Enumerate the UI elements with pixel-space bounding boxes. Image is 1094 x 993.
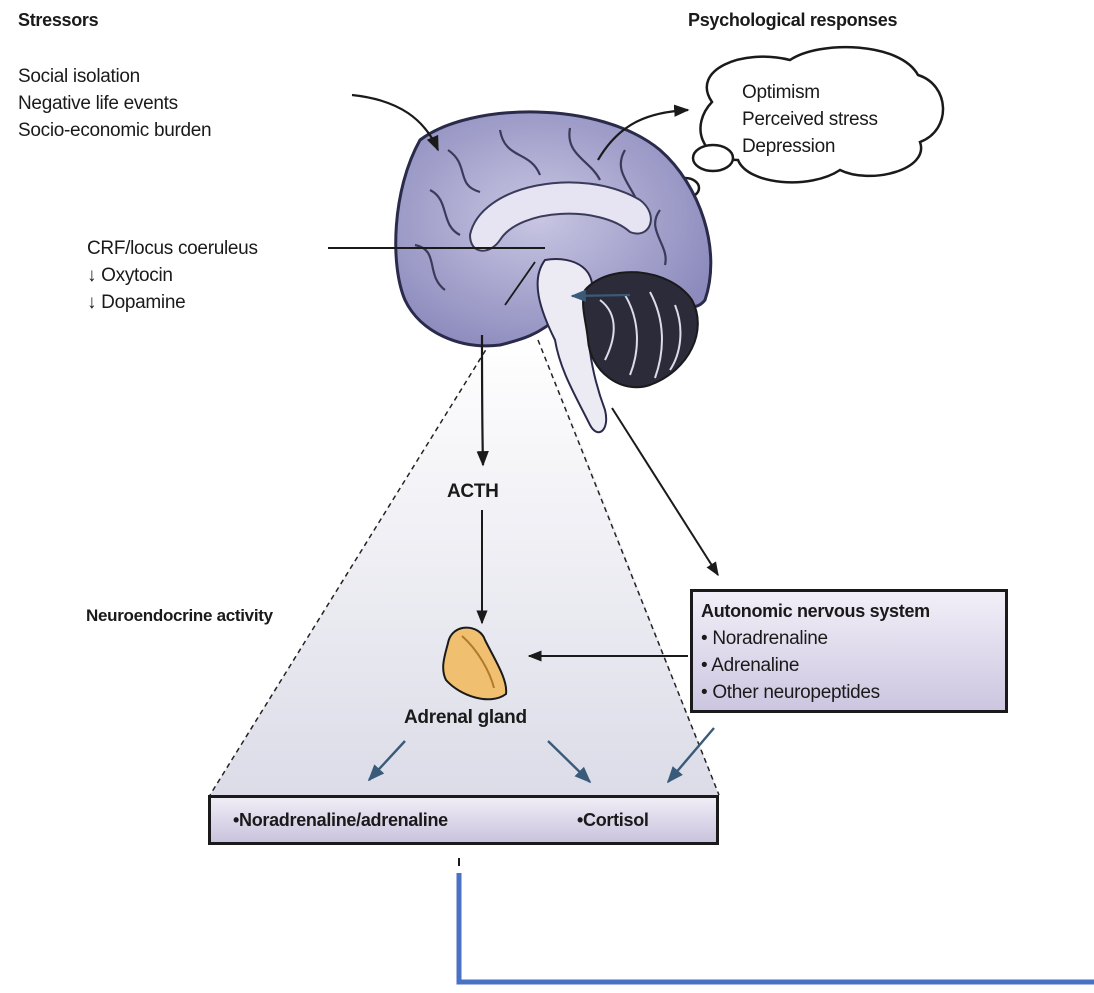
autonomic-item: • Noradrenaline xyxy=(701,628,828,649)
autonomic-nervous-system-box: Autonomic nervous system • Noradrenaline… xyxy=(690,589,1008,713)
cone-edge-right xyxy=(537,339,720,796)
neuroendocrine-activity-label: Neuroendocrine activity xyxy=(86,606,273,625)
brain-illustration xyxy=(394,110,713,434)
adrenal-gland-label: Adrenal gland xyxy=(404,707,527,728)
autonomic-title: Autonomic nervous system xyxy=(701,601,930,621)
stressor-item: Social isolation xyxy=(18,66,140,87)
output-cortisol: •Cortisol xyxy=(577,810,649,830)
autonomic-item: • Other neuropeptides xyxy=(701,682,880,703)
stressor-list: Social isolation Negative life events So… xyxy=(18,63,212,144)
arrow-brain-to-psych xyxy=(597,104,690,161)
brain-mediator-item: ↓ Oxytocin xyxy=(87,265,173,286)
acth-label: ACTH xyxy=(447,481,499,502)
psychological-response-list: Optimism Perceived stress Depression xyxy=(742,79,878,160)
arrow-brain-to-acth xyxy=(476,334,489,467)
corpus-callosum xyxy=(468,181,652,252)
arrow-to-cerebellum xyxy=(570,289,631,302)
projection-cone xyxy=(210,335,719,795)
feedback-line xyxy=(456,873,1094,985)
psych-item: Optimism xyxy=(742,82,820,103)
arrow-adrenal-to-cortisol xyxy=(547,740,592,784)
cone-edge-left xyxy=(209,334,496,796)
psych-item: Perceived stress xyxy=(742,109,878,130)
hormone-output-box: •Noradrenaline/adrenaline •Cortisol xyxy=(208,795,719,845)
arrow-ans-to-cortisol xyxy=(666,727,715,784)
arrow-adrenal-to-noradrenaline xyxy=(367,740,406,782)
brain-mediator-list: CRF/locus coeruleus ↓ Oxytocin ↓ Dopamin… xyxy=(87,235,258,316)
arrow-stressors-to-brain xyxy=(351,93,440,152)
stressors-heading: Stressors xyxy=(18,10,99,30)
leader-brain-inner xyxy=(504,261,536,306)
arrow-brain-to-ans xyxy=(611,407,719,577)
psychological-responses-heading: Psychological responses xyxy=(688,10,898,30)
psych-item: Depression xyxy=(742,136,836,157)
adrenal-gland-illustration xyxy=(442,626,508,701)
autonomic-item: • Adrenaline xyxy=(701,655,800,676)
stressor-item: Socio-economic burden xyxy=(18,120,212,141)
stressor-item: Negative life events xyxy=(18,93,178,114)
brain-mediator-item: ↓ Dopamine xyxy=(87,292,186,313)
cerebellum xyxy=(582,271,699,389)
brain-mediator-item: CRF/locus coeruleus xyxy=(87,238,258,259)
output-noradrenaline: •Noradrenaline/adrenaline xyxy=(233,810,448,830)
